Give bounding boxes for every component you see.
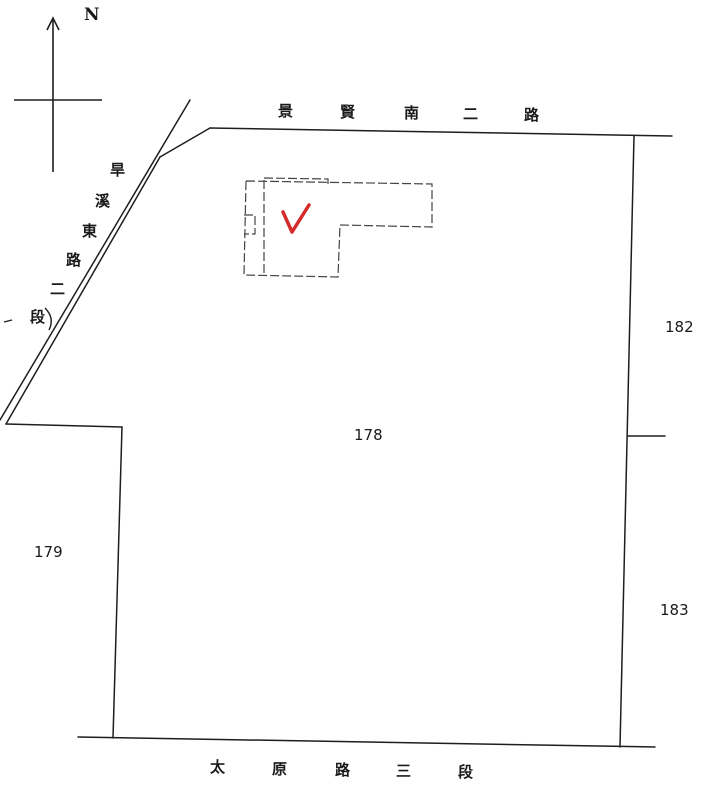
lot-number-west: 179 (34, 543, 63, 561)
road-name-char: 東 (82, 222, 98, 240)
road-name-char: 路 (335, 761, 351, 779)
lot-179-east-boundary (112, 426, 123, 739)
road-name-char: 原 (272, 760, 288, 778)
road-name-char: 太 (210, 758, 226, 776)
lot-number-northeast: 182 (665, 318, 694, 336)
checkmark-icon (281, 203, 311, 234)
road-name-char: 二 (463, 105, 479, 123)
road-name-char: 南 (404, 104, 420, 122)
road-name-char: 路 (524, 106, 540, 124)
road-name-char: 二 (50, 280, 66, 298)
building-footprint (243, 177, 433, 278)
south-road-boundary (77, 736, 656, 748)
north-road-boundary (209, 127, 673, 137)
lot-number-southeast: 183 (660, 601, 689, 619)
north-arrow-icon (14, 16, 102, 172)
east-boundary (619, 135, 635, 748)
road-name-char: 溪 (95, 192, 111, 210)
road-name-char: 路 (66, 251, 82, 269)
north-label: N (84, 5, 100, 25)
scan-artifact (44, 307, 52, 331)
west-road-edge (0, 99, 191, 421)
lot-number-main: 178 (354, 426, 383, 444)
road-name-char: 景 (278, 102, 294, 120)
road-name-char: 段 (30, 308, 46, 326)
road-name-char: 段 (458, 763, 474, 781)
corner-chamfer (159, 127, 211, 158)
road-name-char: 旱 (110, 161, 126, 179)
road-name-char: 三 (396, 762, 412, 780)
scan-artifact (3, 319, 13, 323)
lot-179-top-boundary (5, 423, 123, 428)
west-road-boundary (5, 156, 161, 425)
road-name-char: 賢 (340, 103, 356, 121)
